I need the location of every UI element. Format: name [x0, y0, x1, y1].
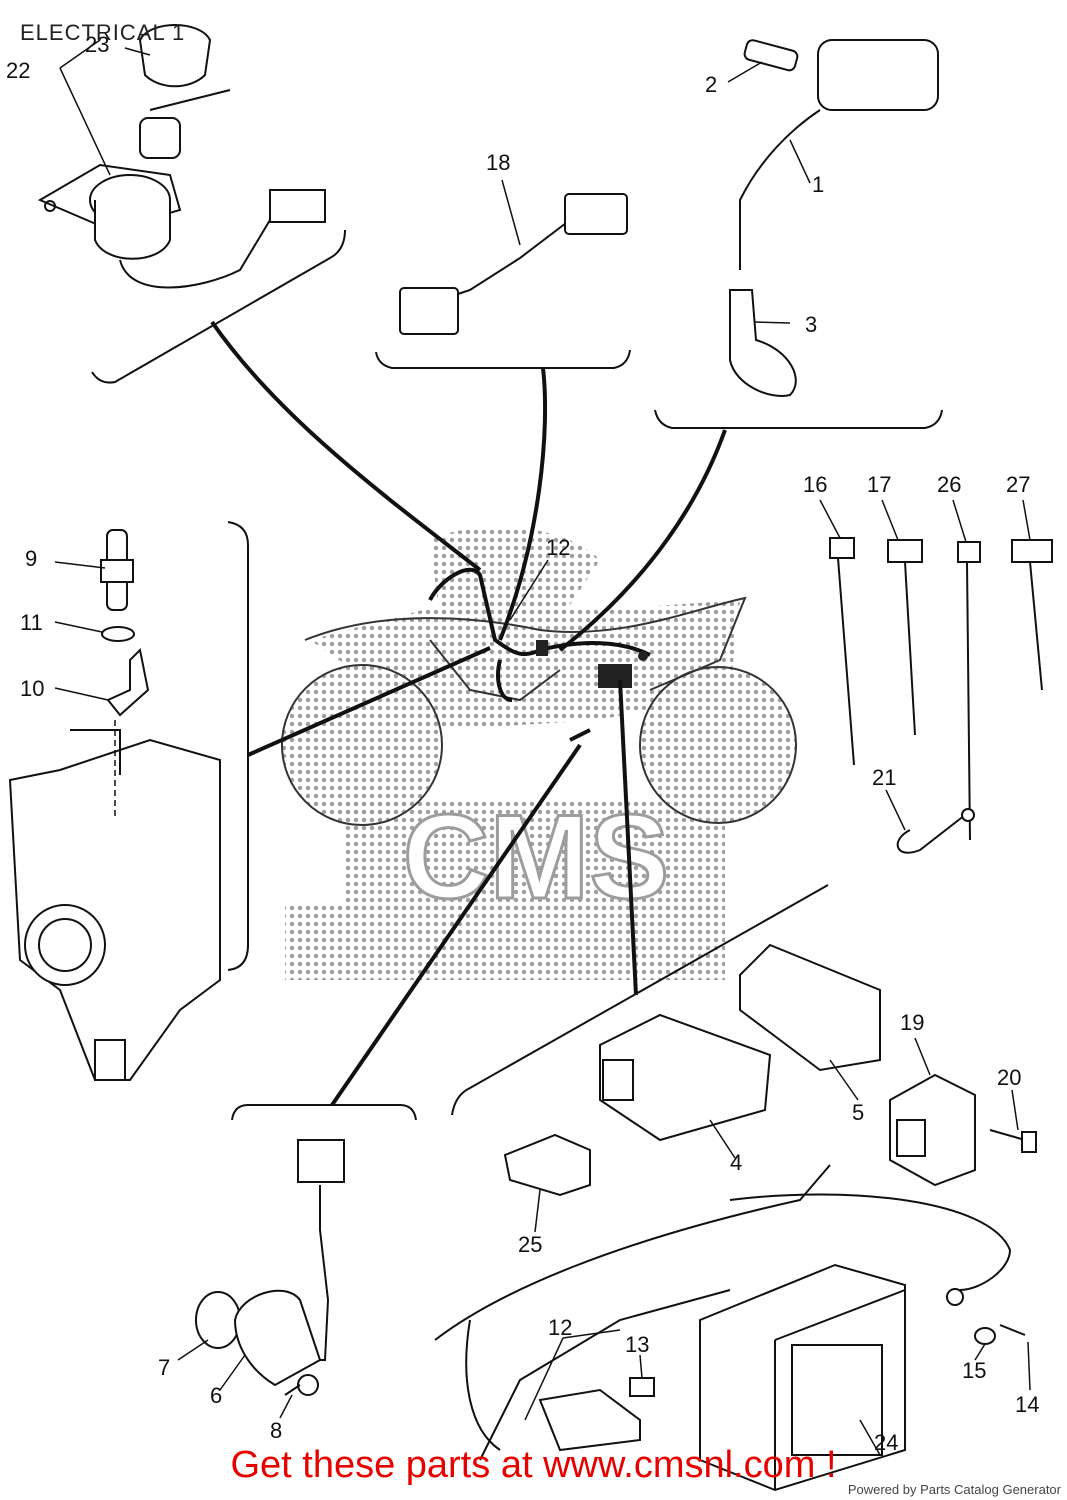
callout-labels: 1 2 3 4 5 6 7 8 9 10 11 12 12 13 14 15 1… — [6, 32, 1039, 1455]
callout-12-bottom: 12 — [548, 1315, 572, 1340]
callout-25: 25 — [518, 1232, 542, 1257]
callout-16: 16 — [803, 472, 827, 497]
callout-18: 18 — [486, 150, 510, 175]
spark-plug-assembly — [100, 529, 150, 717]
callout-24: 24 — [874, 1430, 898, 1455]
callout-21: 21 — [872, 765, 896, 790]
callout-17: 17 — [867, 472, 891, 497]
callout-14: 14 — [1015, 1392, 1039, 1417]
diagram-title: ELECTRICAL 1 — [20, 20, 186, 45]
callout-12-top: 12 — [546, 535, 570, 560]
callout-27: 27 — [1006, 472, 1030, 497]
footer-promo-link[interactable]: Get these parts at www.cmsnl.com ! — [230, 1444, 837, 1486]
callout-22: 22 — [6, 58, 30, 83]
callout-7: 7 — [158, 1355, 170, 1380]
callout-13: 13 — [625, 1332, 649, 1357]
main-switch-assembly — [37, 24, 326, 289]
lead-wire-part — [399, 193, 628, 335]
group-leaders — [210, 320, 727, 1107]
group-brackets — [91, 229, 943, 1121]
cable-ties — [829, 537, 1053, 854]
generator-credit: Powered by Parts Catalog Generator — [847, 1482, 1061, 1497]
carburetor-assembly — [8, 720, 221, 1081]
callout-23: 23 — [85, 32, 109, 57]
callout-2: 2 — [705, 72, 717, 97]
callout-1: 1 — [812, 172, 824, 197]
callout-3: 3 — [805, 312, 817, 337]
callout-9: 9 — [25, 546, 37, 571]
sensor-assembly — [195, 1139, 345, 1396]
callout-19: 19 — [900, 1010, 924, 1035]
electrical-units — [503, 943, 1037, 1197]
callout-5: 5 — [852, 1100, 864, 1125]
ignition-coil-assembly — [729, 39, 939, 397]
callout-26: 26 — [937, 472, 961, 497]
callout-8: 8 — [270, 1418, 282, 1443]
callout-leaders — [54, 39, 1031, 1456]
callout-20: 20 — [997, 1065, 1021, 1090]
wire-harness-center — [428, 567, 651, 742]
callout-15: 15 — [962, 1358, 986, 1383]
callout-6: 6 — [210, 1383, 222, 1408]
watermark-motorcycle: CMS — [281, 526, 797, 980]
callout-10: 10 — [20, 676, 44, 701]
callout-4: 4 — [730, 1150, 742, 1175]
callout-11: 11 — [20, 610, 43, 635]
battery-harness-assembly — [434, 1164, 1026, 1492]
